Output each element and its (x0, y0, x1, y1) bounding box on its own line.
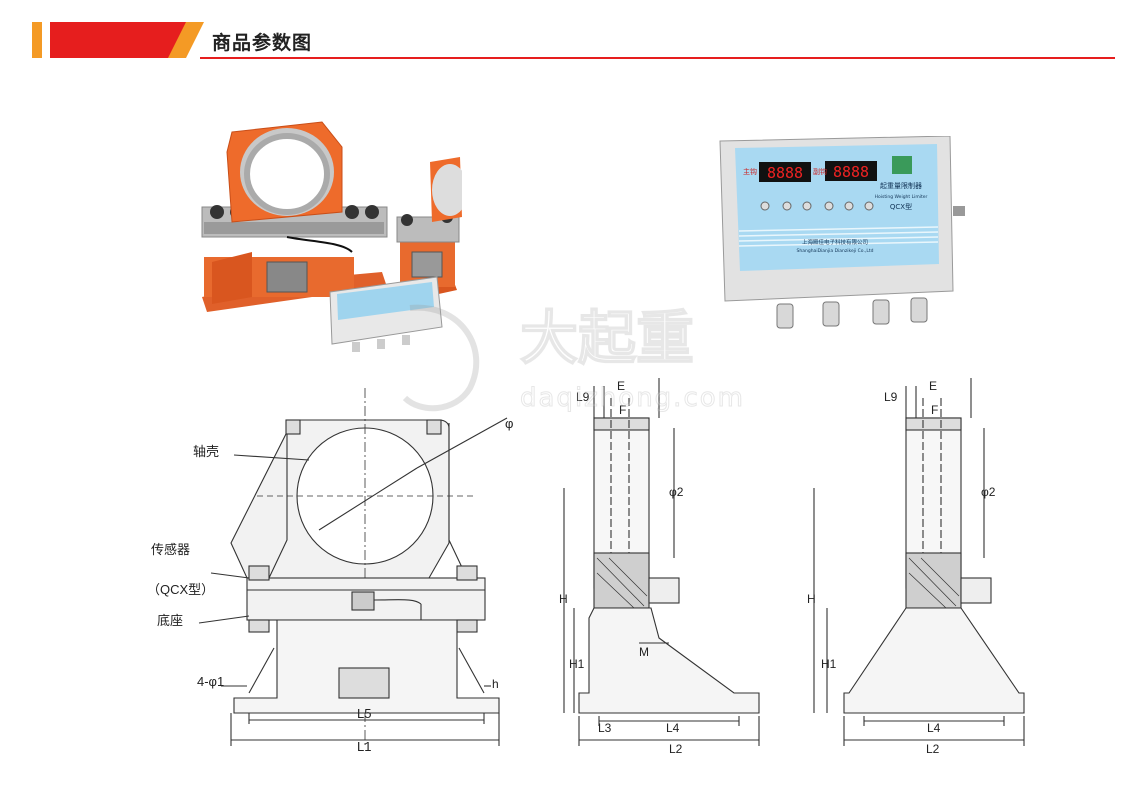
label-a-L4: L4 (666, 721, 680, 735)
side-connector (953, 206, 965, 216)
label-a-L3: L3 (598, 721, 612, 735)
display-left (759, 162, 811, 182)
load-cell-set-photo (201, 121, 462, 352)
label-a-F: F (619, 403, 626, 417)
label-a-E: E (617, 379, 625, 393)
label-model: （QCX型） (147, 582, 214, 597)
front-view (198, 388, 508, 748)
label-a-L2: L2 (669, 742, 683, 756)
header-underline (200, 57, 1115, 59)
left-sensor-unit (201, 121, 388, 312)
label-b-H1: H1 (821, 657, 837, 671)
label-b-L4: L4 (927, 721, 941, 735)
cable-glands (776, 297, 928, 329)
label-b-H: H (807, 592, 816, 606)
display-right-digits: 8888 (833, 163, 869, 181)
brand-name: 起重量限制器 (880, 181, 922, 190)
label-base: 底座 (157, 613, 183, 628)
label-a-M: M (639, 645, 649, 659)
side-view-a (563, 378, 760, 746)
controller-photo: 8888 8888 主钩 副钩 起重量限制器 Hoisting Weight L… (719, 136, 965, 329)
display-right-label: 副钩 (813, 167, 827, 176)
label-a-L9: L9 (576, 390, 590, 404)
orange-marker (32, 22, 42, 58)
technical-drawing: 轴壳 传感器 （QCX型） 底座 4-φ1 h φ L5 L1 L9 E F φ… (139, 368, 1043, 766)
label-a-H1: H1 (569, 657, 585, 671)
watermark-cn: 大起重 (520, 304, 694, 372)
small-controller (329, 276, 443, 352)
controller-buttons (760, 201, 874, 211)
orange-slash (168, 22, 204, 58)
label-b-phi2: φ2 (981, 485, 996, 499)
label-a-phi2: φ2 (669, 485, 684, 499)
label-shaft-housing: 轴壳 (193, 444, 219, 459)
red-banner (50, 22, 194, 58)
brand-english: Hoisting Weight Limiter (875, 194, 928, 200)
label-b-F: F (931, 403, 938, 417)
label-holes: 4-φ1 (197, 674, 224, 689)
label-phi: φ (505, 416, 513, 431)
display-left-label: 主钩 (743, 167, 757, 176)
company-name: 上海殿佳电子科技有限公司 (802, 238, 868, 246)
label-L5: L5 (357, 706, 371, 721)
controller-model: QCX型 (890, 202, 912, 211)
side-view-b (813, 378, 1025, 746)
display-right (825, 161, 877, 181)
label-h: h (492, 677, 499, 691)
section-header: 商品参数图 (0, 0, 1145, 62)
label-b-L9: L9 (884, 390, 898, 404)
label-a-H: H (559, 592, 568, 606)
label-b-L2: L2 (926, 742, 940, 756)
brand-logo-icon (892, 156, 912, 174)
faceplate-stripes (738, 226, 939, 247)
label-L1: L1 (357, 739, 371, 754)
label-b-E: E (929, 379, 937, 393)
page-title: 商品参数图 (212, 32, 313, 54)
company-english: ShanghaiDianjia Dianzikeji Co.,Ltd (797, 248, 874, 254)
display-left-digits: 8888 (767, 164, 803, 182)
label-sensor: 传感器 (151, 542, 190, 557)
header-decoration (32, 22, 1115, 59)
